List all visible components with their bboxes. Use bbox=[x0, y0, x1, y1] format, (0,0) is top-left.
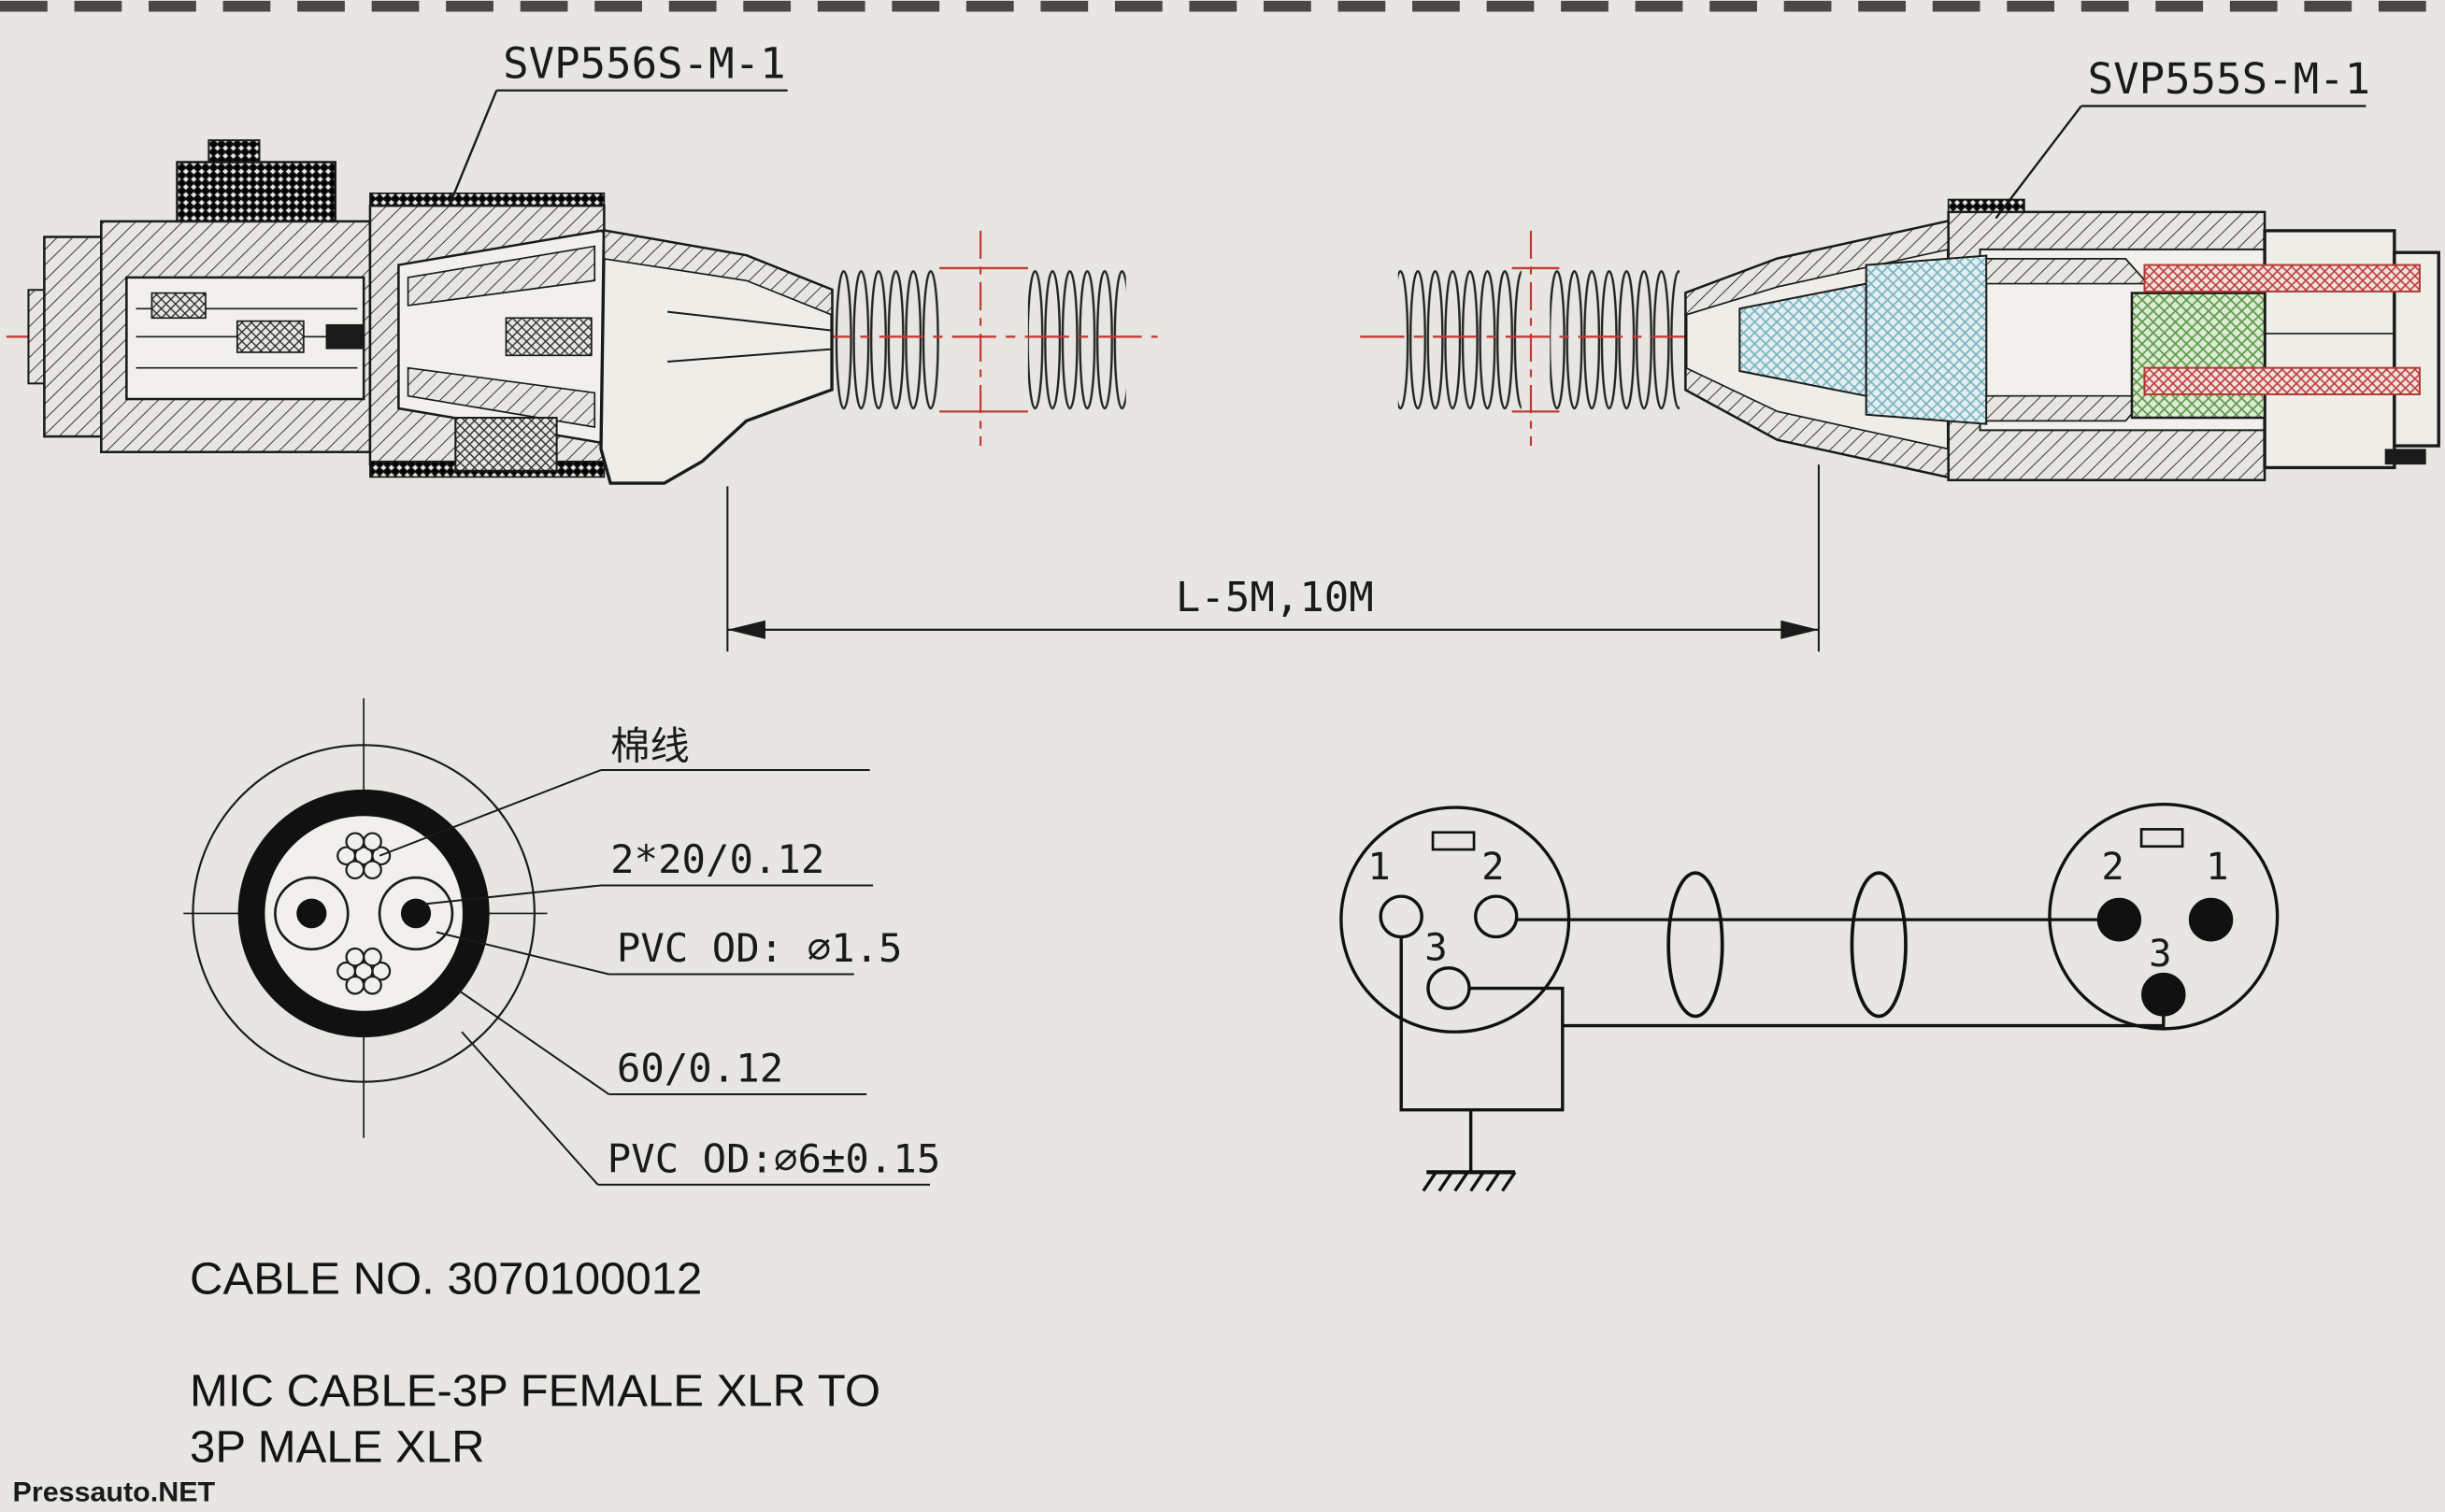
callout-pvc-od-inner: PVC OD: ∅1.5 bbox=[617, 925, 903, 971]
green-pin-insert bbox=[2130, 292, 2266, 420]
dimension-label: L-5M,10M bbox=[1176, 574, 1374, 621]
cable-description-line2: 3P MALE XLR bbox=[190, 1422, 484, 1473]
callout-shield-spec: 60/0.12 bbox=[617, 1046, 783, 1091]
cable-number: CABLE NO. 3070100012 bbox=[190, 1254, 702, 1305]
pin2-right-label: 2 bbox=[2101, 845, 2123, 889]
pin1-left-label: 1 bbox=[1367, 845, 1390, 889]
contact-pin-bottom bbox=[2143, 366, 2421, 396]
wiring-schematic: 1 2 3 2 1 3 bbox=[1339, 803, 2280, 1192]
connector-labels: SVP556S-M-1 SVP555S-M-1 bbox=[448, 39, 2371, 220]
pin3-right bbox=[2141, 972, 2186, 1017]
coil-right-1 bbox=[1397, 267, 1522, 412]
pin1-left bbox=[1379, 894, 1423, 939]
xlr-female-tab bbox=[1431, 831, 1476, 851]
xlr-male-face bbox=[2048, 803, 2280, 1031]
callout-cotton-thread: 棉线 bbox=[610, 723, 690, 769]
left-connector-label: SVP556S-M-1 bbox=[503, 39, 786, 89]
pin3-right-label: 3 bbox=[2149, 932, 2171, 976]
pin2-left-label: 2 bbox=[1481, 845, 1504, 889]
pin2-left bbox=[1474, 894, 1519, 939]
blue-insulator bbox=[1865, 254, 1988, 425]
pin3-left-label: 3 bbox=[1424, 926, 1447, 970]
cable-description-line1: MIC CABLE-3P FEMALE XLR TO bbox=[190, 1366, 880, 1417]
contact-pin-top bbox=[2143, 264, 2421, 292]
xlr-male-tab bbox=[2139, 828, 2184, 849]
cable-coil-sections bbox=[835, 267, 1680, 412]
cable-cross-section bbox=[183, 698, 548, 1138]
length-dimension: L-5M,10M bbox=[726, 464, 1820, 652]
shield-braid-ring bbox=[237, 789, 490, 1038]
coil-left-2 bbox=[1027, 267, 1126, 412]
left-connector-drawing bbox=[27, 139, 834, 485]
footer-text-block: CABLE NO. 3070100012 MIC CABLE-3P FEMALE… bbox=[190, 1254, 880, 1473]
dimension-arrow-left bbox=[727, 620, 765, 639]
knurl-grip bbox=[176, 161, 336, 223]
pin2-right bbox=[2096, 897, 2142, 942]
right-connector-label: SVP555S-M-1 bbox=[2088, 54, 2371, 104]
pin1-right bbox=[2188, 897, 2234, 942]
watermark: Pressauto.NET bbox=[13, 1477, 216, 1508]
right-connector-drawing bbox=[1684, 198, 2440, 482]
outer-jacket-circle bbox=[192, 744, 536, 1083]
cotton-filler-bottom bbox=[336, 947, 392, 995]
pin1-right-label: 1 bbox=[2206, 845, 2228, 889]
wire-ground bbox=[1399, 936, 1565, 1173]
latch-button bbox=[207, 139, 261, 164]
cable-loop-1 bbox=[1666, 871, 1724, 1019]
callout-pvc-od-outer: PVC OD:∅6±0.15 bbox=[608, 1136, 941, 1182]
callout-conductor-spec: 2*20/0.12 bbox=[610, 836, 824, 882]
dimension-arrow-right bbox=[1780, 620, 1819, 639]
pin3-left bbox=[1426, 966, 1471, 1010]
cross-section-callouts: 棉线 2*20/0.12 PVC OD: ∅1.5 60/0.12 PVC OD… bbox=[379, 723, 941, 1186]
cable-loop-2 bbox=[1850, 871, 1908, 1019]
coil-right-2 bbox=[1550, 267, 1680, 412]
coil-left-1 bbox=[835, 267, 940, 412]
ground-symbol bbox=[1422, 1170, 1517, 1192]
cotton-filler-top bbox=[336, 832, 392, 880]
